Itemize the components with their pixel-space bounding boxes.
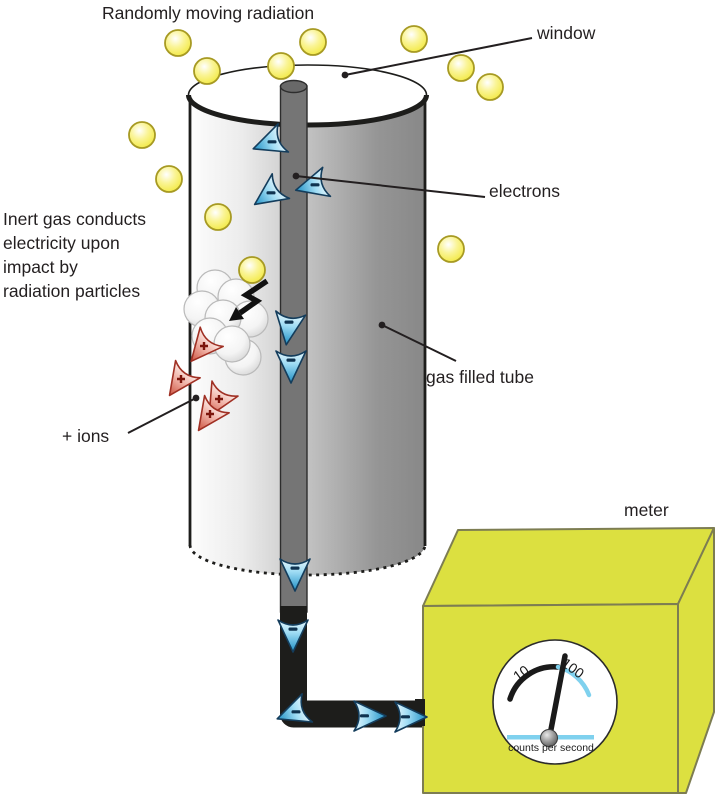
electron-icon [245, 173, 291, 218]
label-window: window [537, 23, 596, 43]
impact-bolt-icon [229, 278, 269, 321]
radiation-particle-icon [437, 235, 465, 263]
inert-gas-note-line: impact by [3, 257, 78, 277]
ion-icon [195, 380, 239, 425]
ion-icon [185, 394, 230, 440]
gas-tube-leader-line [381, 324, 457, 362]
electron-icon [277, 619, 309, 653]
gas-tube-leader-dot [378, 321, 386, 329]
electrons-leader-dot [292, 172, 300, 180]
gas-atom-cluster [183, 269, 269, 376]
meter-dial [492, 639, 618, 765]
electron-icon [290, 166, 332, 206]
central-electrode-rod [279, 79, 308, 613]
radiation-particle-icon [164, 29, 192, 57]
window-leader-line [344, 37, 533, 76]
dial-unit-label: counts per second [508, 742, 594, 754]
radiation-particle-icon [476, 73, 504, 101]
ion-icon [178, 326, 225, 372]
electron-icon [275, 350, 307, 384]
tube-bottom-dotted-edge [188, 544, 427, 577]
dial-arc-black [507, 664, 561, 702]
impacting-radiation-particle-icon [238, 256, 266, 284]
electron-icon [353, 700, 387, 732]
radiation-particle-icon [155, 165, 183, 193]
radiation-particle-icon [299, 28, 327, 56]
inert-gas-note-line: electricity upon [3, 233, 120, 253]
gas-atom-icon [213, 325, 251, 363]
electron-icon [394, 701, 428, 733]
ions-leader-line [127, 397, 197, 434]
title-randomly-moving-radiation: Randomly moving radiation [102, 3, 315, 23]
ion-icon [156, 359, 201, 405]
electron-icon [279, 558, 311, 592]
label-meter: meter [624, 500, 669, 520]
ions-leader-dot [192, 394, 200, 402]
radiation-particles [128, 25, 504, 263]
electrons-leader-line [295, 175, 486, 198]
electron-icon [270, 310, 307, 348]
meter-box [415, 527, 715, 794]
label-electrons: electrons [489, 181, 561, 201]
radiation-particle-icon [447, 54, 475, 82]
positive-ions-group [156, 326, 239, 440]
label-plus-ions: + ions [62, 426, 110, 446]
inert-gas-note-line: Inert gas conducts [3, 209, 146, 229]
window-leader-dot [341, 71, 349, 79]
dial-needle [546, 653, 568, 743]
inert-gas-note-line: radiation particles [3, 281, 141, 301]
electron-icon [271, 693, 314, 734]
meter-top-face [422, 527, 715, 607]
dial-needle-hub [540, 729, 558, 747]
radiation-particle-icon [204, 203, 232, 231]
radiation-particle-icon [267, 52, 295, 80]
label-gas-filled-tube: gas filled tube [426, 367, 534, 387]
wire [280, 606, 428, 728]
leader-lines [127, 37, 533, 434]
inert-gas-note: Inert gas conducts electricity upon impa… [3, 207, 146, 303]
electrons-group [245, 123, 428, 734]
radiation-particle-icon [193, 57, 221, 85]
wire-terminal [415, 699, 425, 726]
radiation-particle-icon [400, 25, 428, 53]
leader-dots [192, 71, 386, 402]
electron-icon [247, 123, 290, 164]
radiation-particle-icon [128, 121, 156, 149]
